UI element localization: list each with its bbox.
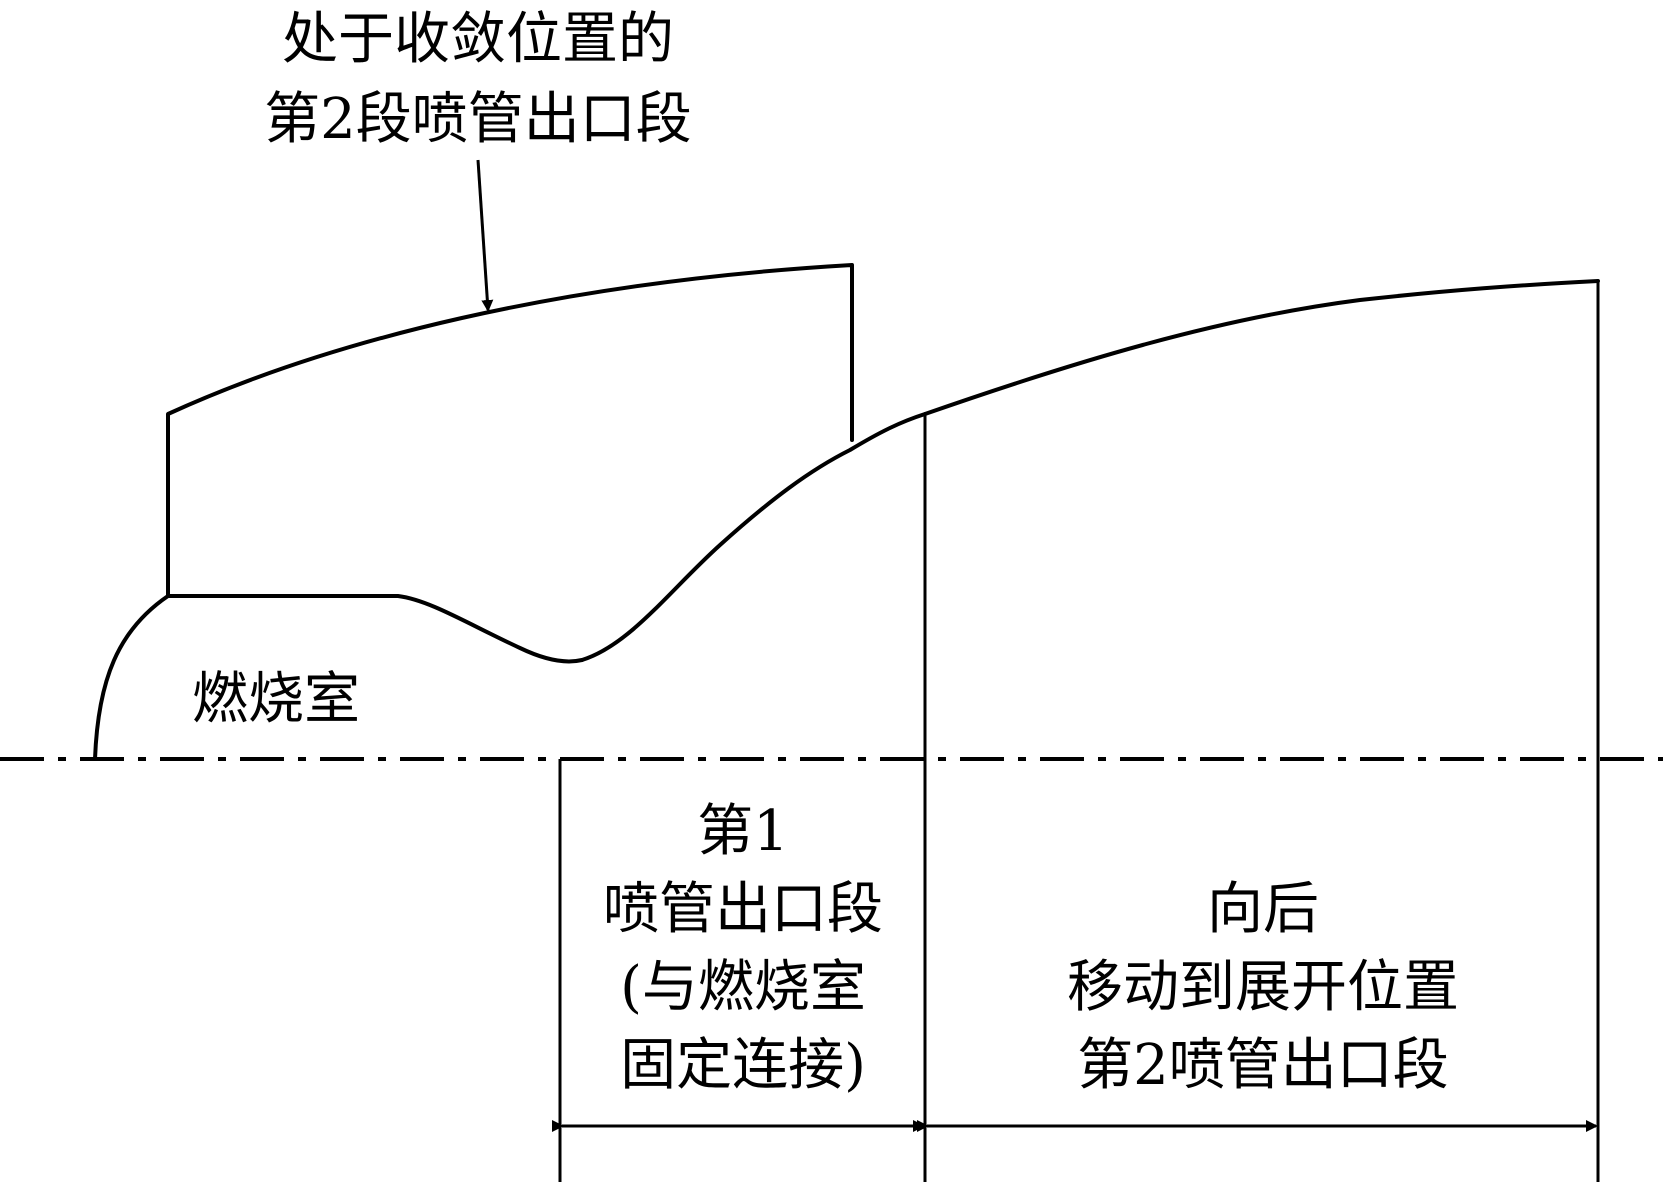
combustor-wall <box>93 594 584 761</box>
section2-label-line2: 移动到展开位置 <box>1067 955 1459 1020</box>
combustor-label: 燃烧室 <box>192 667 360 732</box>
section1-label-line4: 固定连接) <box>620 1033 866 1098</box>
section2-deployed-contour <box>923 279 1600 416</box>
section1-label-line1: 第1 <box>697 799 789 864</box>
top-callout-line1: 处于收敛位置的 <box>282 7 674 72</box>
section2-retracted-shape <box>166 263 854 598</box>
section1-label-line2: 喷管出口段 <box>603 877 883 942</box>
section2-label-line3: 第2喷管出口段 <box>1077 1033 1449 1098</box>
callout-arrow <box>476 159 494 312</box>
top-callout-line2: 第2段喷管出口段 <box>264 87 692 152</box>
section1-label-line3: (与燃烧室 <box>620 955 866 1020</box>
section2-label-line1: 向后 <box>1207 877 1319 942</box>
nozzle-section1-contour <box>580 412 927 662</box>
